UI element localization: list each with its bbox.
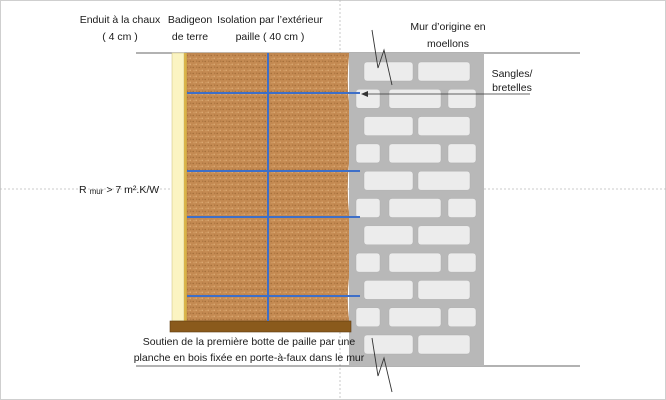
label-r-prefix: R (79, 184, 87, 196)
break-symbol-top (371, 29, 393, 86)
stone-block (388, 143, 442, 164)
stone-block (388, 252, 442, 273)
label-badigeon-line2: de terre (172, 31, 208, 43)
straps (187, 53, 360, 321)
earth-wash-layer (184, 53, 187, 321)
stone-block (447, 252, 477, 273)
stone-blocks (355, 61, 477, 355)
label-soutien-line2: planche en bois fixée en porte-à-faux da… (134, 352, 365, 364)
straps-leader-arrow (361, 91, 368, 97)
stone-block (447, 198, 477, 218)
stone-block (355, 307, 381, 327)
stone-block (363, 116, 414, 136)
stone-block (388, 89, 442, 109)
label-isolation-line1: Isolation par l’extérieur (217, 14, 323, 26)
stone-block (363, 225, 414, 246)
stone-block (388, 307, 442, 327)
label-sangles-line2: bretelles (492, 82, 532, 94)
stone-block (417, 334, 471, 355)
stone-block (447, 89, 477, 109)
label-enduit-line1: Enduit à la chaux (80, 14, 161, 26)
stone-block (417, 116, 471, 136)
label-enduit-line2: ( 4 cm ) (102, 31, 138, 43)
label-r-sub: mur (90, 187, 104, 196)
stone-block (417, 170, 471, 191)
stone-block (363, 334, 414, 355)
stone-block (417, 61, 471, 82)
break-symbol-bottom (371, 337, 393, 393)
label-sangles-line1: Sangles/ (492, 68, 533, 80)
label-soutien-line1: Soutien de la première botte de paille p… (143, 336, 356, 348)
stone-block (363, 280, 414, 300)
lime-render-layer (171, 52, 185, 322)
label-mur-line1: Mur d’origine en (410, 21, 485, 33)
label-mur-line2: moellons (427, 38, 469, 50)
stone-block (447, 143, 477, 164)
stone-block (355, 252, 381, 273)
stone-block (447, 307, 477, 327)
wooden-plank (169, 320, 352, 333)
label-r-suffix: > 7 m².K/W (106, 184, 159, 196)
stone-block (417, 280, 471, 300)
stone-block (417, 225, 471, 246)
stone-block (355, 198, 381, 218)
stone-block (363, 170, 414, 191)
stone-block (355, 143, 381, 164)
stone-block (388, 198, 442, 218)
label-badigeon-line1: Badigeon (168, 14, 213, 26)
label-isolation-line2: paille ( 40 cm ) (236, 31, 305, 43)
